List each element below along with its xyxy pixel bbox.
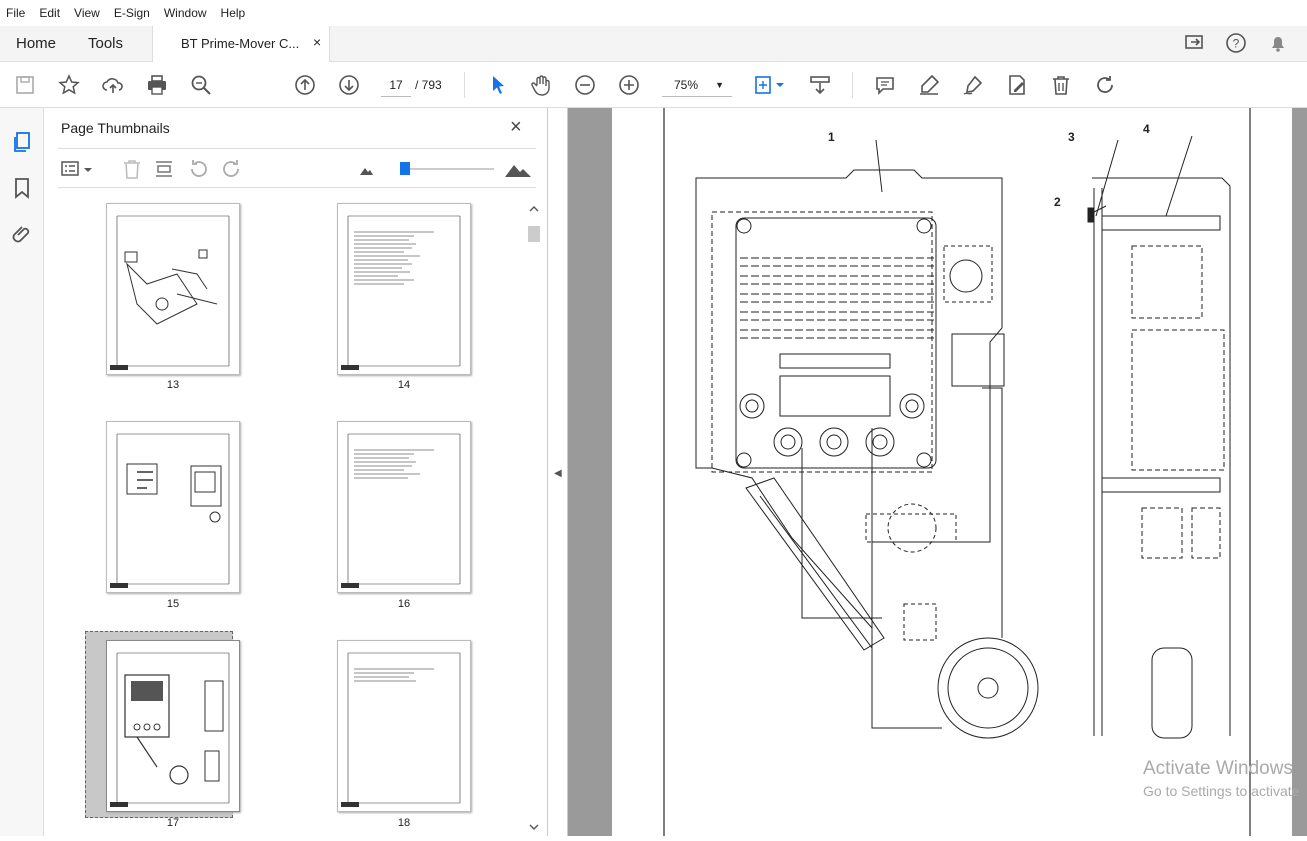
thumbnail-page-selected[interactable] [106, 640, 240, 812]
panel-close-button[interactable]: × [510, 116, 522, 138]
menu-help[interactable]: Help [220, 6, 246, 20]
main-toolbar: 17 / 793 75% ▼ [0, 62, 1307, 108]
scrollbar-thumb[interactable] [528, 226, 540, 242]
tab-close-button[interactable]: × [313, 34, 322, 50]
tab-bar: Home Tools BT Prime-Mover C... × ? [0, 26, 1307, 62]
zoom-in-icon[interactable] [617, 73, 641, 97]
thumbnail-image [110, 215, 230, 370]
share-screen-icon[interactable] [1183, 31, 1207, 55]
select-arrow-icon[interactable] [486, 73, 510, 97]
thumbnail-label: 15 [166, 598, 180, 610]
tab-tools[interactable]: Tools [88, 35, 124, 52]
tab-document-title: BT Prime-Mover C... [181, 36, 300, 51]
tab-home[interactable]: Home [16, 35, 57, 52]
zoom-out-icon[interactable] [573, 73, 597, 97]
slider-knob[interactable] [400, 162, 410, 175]
activation-watermark-title: Activate Windows [1143, 758, 1293, 779]
panel-collapse-strip[interactable]: ◀ [548, 108, 568, 836]
bookmark-icon[interactable] [10, 176, 34, 200]
bell-icon[interactable] [1266, 31, 1290, 55]
thumbnail-page[interactable] [337, 421, 471, 593]
menu-file[interactable]: File [6, 6, 26, 20]
upload-icon[interactable] [101, 73, 125, 97]
highlight-icon[interactable] [917, 73, 941, 97]
menu-edit[interactable]: Edit [39, 6, 61, 20]
delete-icon[interactable] [1049, 73, 1073, 97]
callout-label: 4 [1143, 122, 1150, 136]
thumbnail-options-icon[interactable] [60, 159, 96, 179]
document-viewport[interactable]: 1 2 3 4 [568, 108, 1307, 836]
menu-window[interactable]: Window [163, 6, 207, 20]
chevron-down-icon: ▼ [715, 80, 724, 90]
callout-label: 1 [828, 130, 835, 144]
chevron-down-icon[interactable] [527, 820, 541, 834]
page-number-input[interactable]: 17 [381, 73, 411, 97]
callout-label: 3 [1068, 130, 1075, 144]
pdf-page: 1 2 3 4 [612, 108, 1292, 836]
edit-icon[interactable] [1005, 73, 1029, 97]
comment-icon[interactable] [873, 73, 897, 97]
page-up-icon[interactable] [293, 73, 317, 97]
thumbnail-label: 16 [397, 598, 411, 610]
print-icon[interactable] [145, 73, 169, 97]
thumbnail-page[interactable] [106, 203, 240, 375]
zoom-value: 75% [674, 78, 699, 92]
fit-page-icon[interactable] [752, 73, 776, 97]
help-icon[interactable]: ? [1224, 31, 1248, 55]
rotate-icon[interactable] [1093, 73, 1117, 97]
technical-drawing [663, 108, 1251, 836]
thumbnail-image [110, 433, 230, 588]
chevron-up-icon[interactable] [527, 202, 541, 216]
chevron-down-icon[interactable] [774, 73, 786, 97]
page-down-icon[interactable] [337, 73, 361, 97]
thumbnail-image [341, 215, 461, 370]
thumbnail-image [341, 652, 461, 807]
thumbnail-page[interactable] [337, 640, 471, 812]
page-thumbnails-icon[interactable] [10, 130, 34, 154]
star-icon[interactable] [57, 73, 81, 97]
thumbnail-page[interactable] [337, 203, 471, 375]
thumbnail-scrollbar[interactable] [526, 200, 540, 836]
menu-view[interactable]: View [74, 6, 100, 20]
separator [852, 72, 853, 98]
menu-bar: File Edit View E-Sign Window Help [0, 0, 1307, 26]
activation-watermark-subtitle: Go to Settings to activate [1143, 783, 1300, 799]
hand-icon[interactable] [529, 73, 553, 97]
thumbnail-image [110, 652, 230, 807]
thumbnail-image [341, 433, 461, 588]
rotate-left-icon[interactable] [186, 159, 210, 179]
panel-title: Page Thumbnails [61, 120, 170, 136]
small-mountain-icon[interactable] [358, 159, 374, 179]
save-icon[interactable] [13, 73, 37, 97]
rotate-right-icon[interactable] [220, 159, 244, 179]
large-mountain-icon[interactable] [504, 159, 532, 179]
thumbnail-label: 13 [166, 379, 180, 391]
scroll-mode-icon[interactable] [808, 73, 832, 97]
separator [464, 72, 465, 98]
collapse-arrow-icon[interactable]: ◀ [554, 468, 562, 479]
thumbnail-label: 18 [397, 817, 411, 829]
delete-page-icon[interactable] [120, 159, 144, 179]
thumbnail-page[interactable] [106, 421, 240, 593]
thumbnail-list: 13 14 [58, 200, 526, 836]
page-total: / 793 [415, 78, 442, 92]
thumbnails-panel: Page Thumbnails × 13 [44, 108, 548, 836]
panel-toolbar [58, 148, 536, 188]
insert-page-icon[interactable] [152, 159, 176, 179]
tab-document[interactable]: BT Prime-Mover C... × [152, 26, 330, 62]
zoom-select[interactable]: 75% ▼ [662, 73, 732, 97]
thumbnail-label: 14 [397, 379, 411, 391]
sign-icon[interactable] [961, 73, 985, 97]
svg-text:?: ? [1233, 37, 1240, 51]
thumbnail-size-slider[interactable] [402, 168, 494, 170]
callout-label: 2 [1054, 195, 1061, 209]
thumbnail-label: 17 [166, 817, 180, 829]
search-zoom-icon[interactable] [189, 73, 213, 97]
attachment-icon[interactable] [10, 222, 34, 246]
left-nav [0, 108, 44, 836]
menu-esign[interactable]: E-Sign [113, 6, 150, 20]
